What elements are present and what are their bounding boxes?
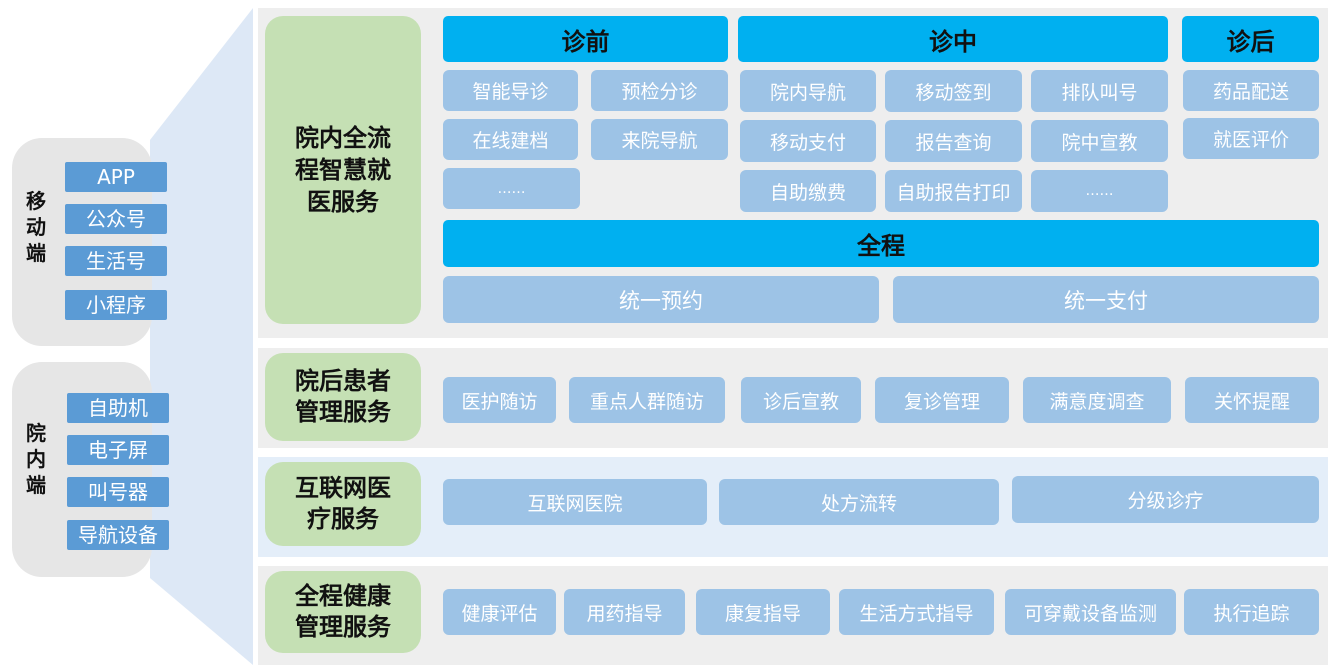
row4-title: 全程健康 管理服务 bbox=[265, 571, 421, 653]
mobile-label: 移 动 端 bbox=[22, 188, 50, 266]
row2-item: 关怀提醒 bbox=[1185, 377, 1319, 423]
pre-item: …… bbox=[443, 168, 580, 209]
row1-title-line: 医服务 bbox=[307, 188, 379, 216]
mid-item: 院内导航 bbox=[740, 70, 876, 112]
mid-item: 院中宣教 bbox=[1031, 120, 1168, 162]
device-screen: 电子屏 bbox=[67, 435, 169, 465]
device-navigation: 导航设备 bbox=[67, 520, 169, 550]
row1-title-line: 院内全流 bbox=[295, 124, 391, 152]
row3-title-line: 互联网医 bbox=[295, 474, 391, 502]
row3-title: 互联网医 疗服务 bbox=[265, 462, 421, 546]
mid-item: 报告查询 bbox=[885, 120, 1022, 162]
row4-item: 健康评估 bbox=[443, 589, 556, 635]
mid-item: 移动签到 bbox=[885, 70, 1022, 112]
row4-item: 执行追踪 bbox=[1184, 589, 1319, 635]
device-mini-program: 小程序 bbox=[65, 290, 167, 320]
device-official-account: 公众号 bbox=[65, 204, 167, 234]
post-item: 就医评价 bbox=[1183, 118, 1319, 159]
pre-item: 智能导诊 bbox=[443, 70, 578, 111]
post-item: 药品配送 bbox=[1183, 70, 1319, 111]
row4-item: 可穿戴设备监测 bbox=[1005, 589, 1176, 635]
row3-title-line: 疗服务 bbox=[307, 505, 379, 533]
row2-title: 院后患者 管理服务 bbox=[265, 353, 421, 441]
mobile-label-char: 端 bbox=[26, 241, 46, 265]
phase-post-header: 诊后 bbox=[1182, 16, 1319, 62]
row4-item: 生活方式指导 bbox=[839, 589, 994, 635]
row2-item: 复诊管理 bbox=[875, 377, 1009, 423]
phase-all-header: 全程 bbox=[443, 220, 1319, 267]
mid-item: 移动支付 bbox=[740, 120, 876, 162]
phase-mid-header: 诊中 bbox=[738, 16, 1168, 62]
row4-item: 康复指导 bbox=[696, 589, 830, 635]
mid-item: 自助报告打印 bbox=[885, 170, 1022, 212]
row3-item: 处方流转 bbox=[719, 479, 999, 525]
mobile-label-char: 移 bbox=[26, 189, 46, 213]
row4-title-line: 管理服务 bbox=[295, 613, 391, 641]
row3-item: 互联网医院 bbox=[443, 479, 707, 525]
row4-title-line: 全程健康 bbox=[295, 582, 391, 610]
phase-pre-header: 诊前 bbox=[443, 16, 728, 62]
row2-title-line: 院后患者 bbox=[295, 367, 391, 395]
pre-item: 来院导航 bbox=[591, 119, 728, 160]
inhospital-label-char: 端 bbox=[26, 473, 46, 497]
device-kiosk: 自助机 bbox=[67, 393, 169, 423]
mobile-label-char: 动 bbox=[26, 215, 46, 239]
row2-item: 医护随访 bbox=[443, 377, 556, 423]
row4-item: 用药指导 bbox=[564, 589, 685, 635]
device-app: APP bbox=[65, 162, 167, 192]
device-caller: 叫号器 bbox=[67, 477, 169, 507]
pre-item: 预检分诊 bbox=[591, 70, 728, 111]
row2-item: 满意度调查 bbox=[1023, 377, 1171, 423]
all-item: 统一支付 bbox=[893, 276, 1319, 323]
row3-item: 分级诊疗 bbox=[1012, 476, 1319, 523]
row1-title-line: 程智慧就 bbox=[295, 156, 391, 184]
mid-item: …… bbox=[1031, 170, 1168, 212]
row2-title-line: 管理服务 bbox=[295, 398, 391, 426]
mid-item: 排队叫号 bbox=[1031, 70, 1168, 112]
inhospital-label-char: 内 bbox=[26, 447, 46, 471]
mid-item: 自助缴费 bbox=[740, 170, 876, 212]
row2-item: 诊后宣教 bbox=[741, 377, 861, 423]
row2-item: 重点人群随访 bbox=[569, 377, 725, 423]
row1-title: 院内全流 程智慧就 医服务 bbox=[265, 16, 421, 324]
pre-item: 在线建档 bbox=[443, 119, 578, 160]
inhospital-label-char: 院 bbox=[26, 421, 46, 445]
inhospital-label: 院 内 端 bbox=[22, 420, 50, 498]
all-item: 统一预约 bbox=[443, 276, 879, 323]
device-life-account: 生活号 bbox=[65, 246, 167, 276]
